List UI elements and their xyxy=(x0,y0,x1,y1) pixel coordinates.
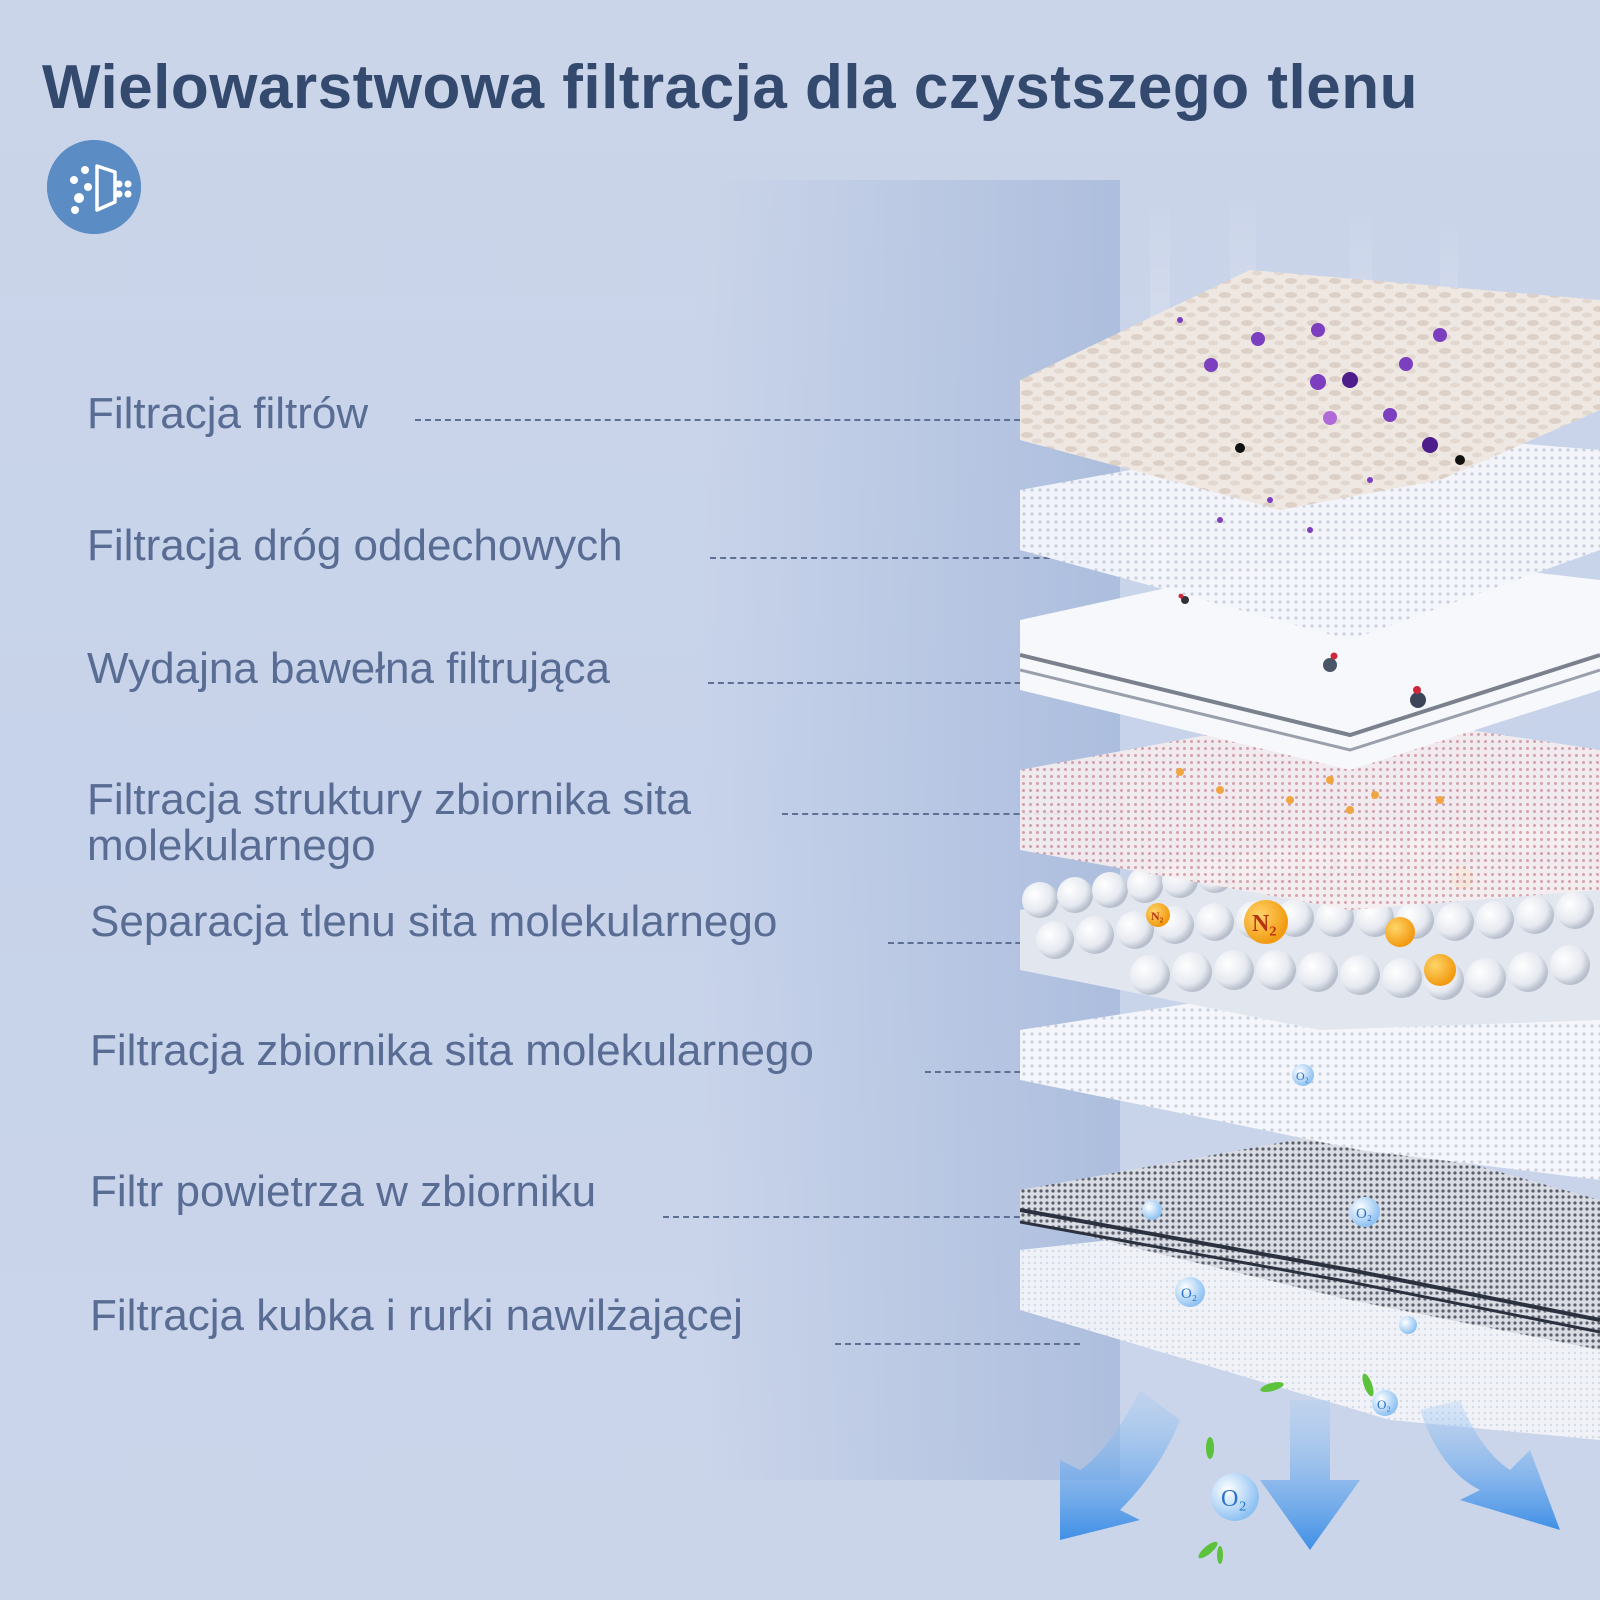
layer-label-cotton: Wydajna bawełna filtrująca xyxy=(87,644,610,693)
svg-text:O₂: O₂ xyxy=(1377,1397,1391,1412)
svg-text:O₂: O₂ xyxy=(1181,1286,1197,1302)
leader-line xyxy=(415,419,1080,421)
filter-layers-illustration: N₂ N₂ N₂ xyxy=(1020,150,1600,1600)
page-title: Wielowarstwowa filtracja dla czystszego … xyxy=(42,53,1418,122)
leader-line xyxy=(888,942,1080,944)
leader-line xyxy=(835,1343,1080,1345)
layer-label-sieve-structure: Filtracja struktury zbiornika sita xyxy=(87,775,691,824)
svg-text:N₂: N₂ xyxy=(1252,911,1277,937)
svg-text:N₂: N₂ xyxy=(1151,909,1164,923)
layer-label-sieve-tank: Filtracja zbiornika sita molekularnego xyxy=(90,1026,814,1075)
layer-label-sieve-structure-line2: molekularnego xyxy=(87,821,376,870)
leader-line xyxy=(710,557,1080,559)
layer-label-tank-air-filter: Filtr powietrza w zbiorniku xyxy=(90,1167,597,1216)
layer-label-oxygen-separation: Separacja tlenu sita molekularnego xyxy=(90,897,778,946)
filtration-icon xyxy=(47,140,141,234)
layer-label-airway: Filtracja dróg oddechowych xyxy=(87,521,623,570)
layer-label-humidifier-cup: Filtracja kubka i rurki nawilżającej xyxy=(90,1291,743,1340)
layer-label-filter: Filtracja filtrów xyxy=(87,389,369,438)
leader-line xyxy=(782,813,1080,815)
leader-line xyxy=(708,682,1080,684)
leader-line xyxy=(925,1071,1080,1073)
leader-line xyxy=(663,1216,1080,1218)
svg-text:O₂: O₂ xyxy=(1296,1069,1309,1083)
svg-text:O₂: O₂ xyxy=(1221,1486,1247,1512)
svg-text:O₂: O₂ xyxy=(1356,1206,1372,1222)
